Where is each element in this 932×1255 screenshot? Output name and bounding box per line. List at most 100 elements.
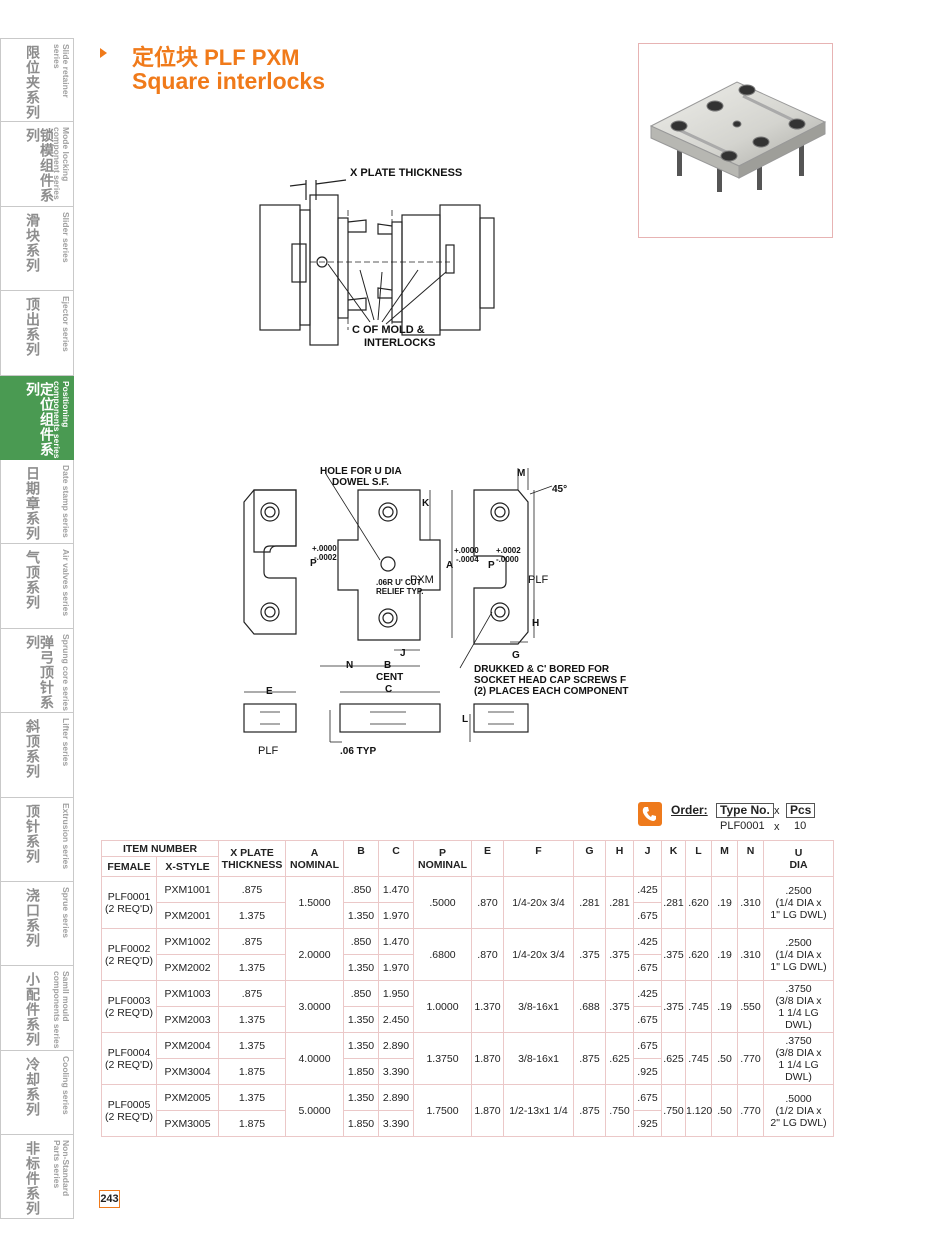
u-cell-line: .3750	[785, 1034, 812, 1047]
h-cell: .375	[605, 928, 634, 981]
sidebar-item-label-en: Sprung core series	[61, 633, 71, 711]
sidebar-item-label-en: Lifter series	[61, 718, 71, 767]
header-g: G	[573, 840, 606, 877]
x-style-cell: PXM1003	[156, 980, 219, 1007]
m-cell: .50	[711, 1084, 738, 1137]
sidebar-item-label-en: Air valves series	[61, 549, 71, 617]
thickness-cell: 1.875	[218, 1058, 286, 1085]
tol-right-minus: -.0000	[496, 555, 519, 564]
female-cell-line: (2 REQ'D)	[104, 1006, 154, 1019]
m-cell: .50	[711, 1032, 738, 1085]
f-cell: 3/8-16x1	[503, 1032, 574, 1085]
u-cell-line: .2500	[785, 884, 812, 897]
female-cell: PLF0002(2 REQ'D)	[101, 928, 157, 981]
b-cell: 1.850	[343, 1058, 379, 1085]
b-cell: 1.350	[343, 902, 379, 929]
c-cell: 1.970	[378, 954, 414, 981]
dim-a-label: A	[446, 560, 454, 571]
g-cell: .281	[573, 876, 606, 929]
x-style-cell: PXM1001	[156, 876, 219, 903]
u-cell-line: (1/2 DIA x	[775, 1104, 822, 1117]
g-cell: .875	[573, 1032, 606, 1085]
hole-label-line1: HOLE FOR U DIA	[320, 466, 402, 477]
sidebar-item-10[interactable]: 浇口系列 Sprue series	[0, 881, 74, 967]
sidebar-item-label-en: Positioning components series	[52, 380, 71, 459]
header-c: C	[378, 840, 414, 877]
order-example-pcs: 10	[794, 820, 807, 832]
sidebar-item-label-en: Ejector series	[61, 296, 71, 352]
b-cell: 1.850	[343, 1110, 379, 1137]
k-cell: .281	[661, 876, 686, 929]
page-number: 243	[99, 1190, 120, 1208]
dim-k-label: K	[422, 498, 430, 509]
x-style-cell: PXM3004	[156, 1058, 219, 1085]
x-style-cell: PXM2001	[156, 902, 219, 929]
l-cell: .620	[685, 928, 712, 981]
tol-a-plus: +.0000	[454, 546, 479, 555]
thickness-cell: 1.375	[218, 1032, 286, 1059]
u-cell-line: (1/4 DIA x	[775, 948, 822, 961]
dim-l-label: L	[462, 714, 469, 725]
female-cell: PLF0005(2 REQ'D)	[101, 1084, 157, 1137]
u-cell-line: 1" LG DWL)	[770, 960, 827, 973]
thickness-cell: 1.875	[218, 1110, 286, 1137]
u-cell-line: .5000	[785, 1092, 812, 1105]
c-cell: 2.890	[378, 1032, 414, 1059]
p-cell: .6800	[413, 928, 472, 981]
g-cell: .375	[573, 928, 606, 981]
thickness-cell: .875	[218, 928, 286, 955]
p-cell: 1.7500	[413, 1084, 472, 1137]
order-x-1: x	[774, 805, 780, 817]
sidebar-item-label-zh: 定位组件系列	[25, 381, 55, 457]
m-cell: .19	[711, 876, 738, 929]
female-cell-line: PLF0005	[107, 1098, 151, 1111]
sidebar-item-label-zh: 顶出系列	[25, 297, 41, 358]
l-cell: .620	[685, 876, 712, 929]
x-style-cell: PXM3005	[156, 1110, 219, 1137]
header-item-number: ITEM NUMBER	[101, 840, 219, 857]
b-cell: .850	[343, 876, 379, 903]
interlock-dimension-lines	[243, 468, 553, 743]
header-a-letter: A	[310, 846, 319, 859]
m-cell: .19	[711, 928, 738, 981]
thickness-cell: 1.375	[218, 1084, 286, 1111]
g-cell: .875	[573, 1084, 606, 1137]
sidebar-item-3[interactable]: 顶出系列 Ejector series	[0, 291, 74, 376]
sidebar-item-label-zh: 浇口系列	[25, 887, 41, 948]
plate-thickness-label: X PLATE THICKNESS	[350, 167, 463, 179]
page-title-chinese: 定位块 PLF PXM	[132, 45, 300, 70]
n-cell: .310	[737, 876, 764, 929]
sidebar-item-label-zh: 顶针系列	[25, 803, 41, 864]
tol-left-plus: +.0000	[312, 544, 337, 553]
j-cell: .425	[633, 876, 662, 903]
note-line3: (2) PLACES EACH COMPONENT	[474, 686, 629, 697]
sidebar-item-label-en: Sprue series	[61, 886, 71, 938]
k-cell: .375	[661, 980, 686, 1033]
sidebar-item-9[interactable]: 顶针系列 Extrusion series	[0, 797, 74, 882]
dim-p-left-label: P	[310, 558, 317, 569]
sidebar-item-label-en: Extrusion series	[61, 802, 71, 869]
note-line1: DRUKKED & C' BORED FOR	[474, 664, 610, 675]
plf-bottom-label: PLF	[258, 745, 279, 757]
sidebar-item-label-en: Cooling series	[61, 1055, 71, 1115]
j-cell: .925	[633, 1110, 662, 1137]
